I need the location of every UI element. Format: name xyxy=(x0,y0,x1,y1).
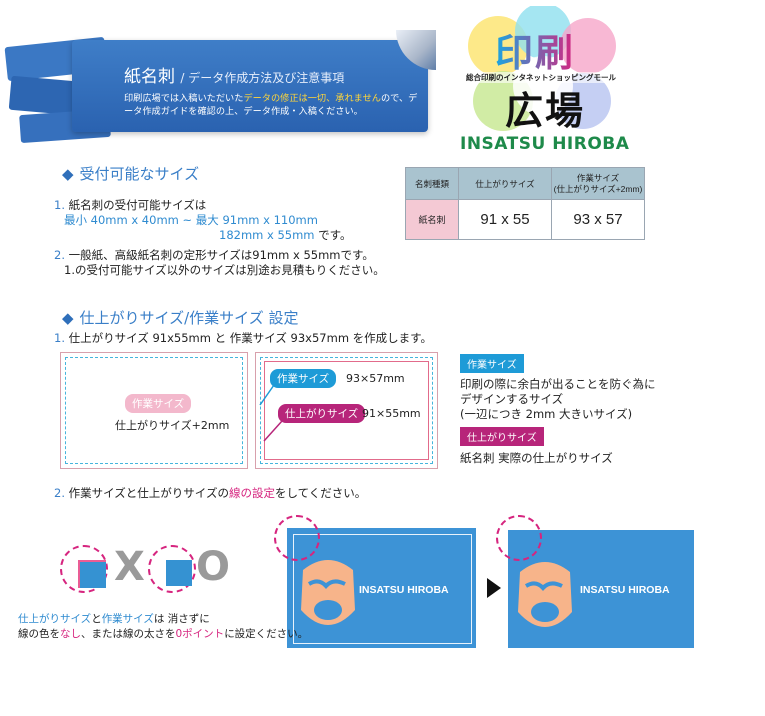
work-size-pill: 作業サイズ xyxy=(125,394,192,413)
arrow-right-icon xyxy=(487,578,501,598)
wrong-example-square xyxy=(78,560,106,588)
legend-finish-tag: 仕上がりサイズ xyxy=(460,427,544,446)
right-example-circle xyxy=(148,545,196,593)
table-cell-label: 紙名刺 xyxy=(405,199,459,240)
wrong-example-circle xyxy=(60,545,108,593)
finish-size-pill: 仕上がりサイズ xyxy=(278,404,366,423)
legend-work-tag: 作業サイズ xyxy=(460,354,524,373)
work-size-value: 93×57mm xyxy=(346,372,405,385)
legend-work-text: 印刷の際に余白が出ることを防ぐ為に デザインするサイズ (一辺につき 2mm 大… xyxy=(460,377,656,421)
legend-finish-text: 紙名刺 実際の仕上がりサイズ xyxy=(460,451,613,465)
note-highlight: データの修正は一切、承れません xyxy=(243,93,381,104)
sample-card-after: INSATSU HIROBA xyxy=(508,530,694,648)
setting-item-2: 2. 作業サイズと仕上がりサイズの線の設定をしてください。 xyxy=(54,486,367,500)
note-text: ので、データ作成ガイドを確認の上、データ作成・入稿ください。 xyxy=(124,93,418,117)
table-header: 作業サイズ (仕上がりサイズ+2mm) xyxy=(551,167,645,200)
table-row: 紙名刺 91 x 55 93 x 57 xyxy=(405,199,645,240)
finish-size-value: 91×55mm xyxy=(362,407,421,420)
note-text: 印刷広場では入稿いただいた xyxy=(124,93,244,104)
sample-card-outline xyxy=(293,534,472,644)
table-header-row: 名刺種類 仕上がりサイズ 作業サイズ (仕上がりサイズ+2mm) xyxy=(405,167,645,200)
corner-highlight-circle xyxy=(496,515,542,561)
sizes-item-2b: 1.の受付可能サイズ以外のサイズは別途お見積もりください。 xyxy=(64,263,385,277)
gorilla-illustration xyxy=(301,560,355,625)
banner-note: 印刷広場では入稿いただいたデータの修正は一切、承れませんので、データ作成ガイドを… xyxy=(124,92,424,118)
card-diagram-finish: 作業サイズ 93×57mm 仕上がりサイズ 91×55mm xyxy=(255,352,438,469)
page-title: 紙名刺 / データ作成方法及び注意事項 xyxy=(124,62,344,87)
logo-tagline: 総合印刷のインタネットショッピングモール xyxy=(466,72,616,83)
bottom-note: 仕上がりサイズと作業サイズは 消さずに 線の色をなし、または線の太さを0ポイント… xyxy=(18,613,309,640)
section-heading-sizes: ◆受付可能なサイズ xyxy=(62,165,200,183)
sample-card-before: INSATSU HIROBA xyxy=(287,528,476,648)
sample-card-brand: INSATSU HIROBA xyxy=(580,584,670,596)
card-diagram-work: 作業サイズ 仕上がりサイズ+2mm xyxy=(60,352,248,469)
work-size-outline xyxy=(260,357,433,464)
logo-english: INSATSU HIROBA xyxy=(460,134,630,154)
diamond-icon: ◆ xyxy=(62,309,74,327)
finish-size-outline xyxy=(264,361,429,460)
gorilla-illustration xyxy=(518,562,572,627)
section-heading-setting: ◆仕上がりサイズ/作業サイズ 設定 xyxy=(62,309,299,327)
o-mark: O xyxy=(196,544,231,590)
sizes-item-2: 2. 一般紙、高級紙名刺の定形サイズは91mm x 55mmです。 xyxy=(54,248,374,262)
subtitle-text: / データ作成方法及び注意事項 xyxy=(180,71,345,85)
work-size-outline xyxy=(65,357,243,464)
table-cell-work: 93 x 57 xyxy=(551,199,645,240)
size-table: 名刺種類 仕上がりサイズ 作業サイズ (仕上がりサイズ+2mm) 紙名刺 91 … xyxy=(405,167,645,240)
logo-kanji-top: 印刷 xyxy=(495,31,576,75)
x-mark: X xyxy=(114,544,145,590)
work-size-pill: 作業サイズ xyxy=(270,369,337,388)
table-header: 仕上がりサイズ xyxy=(458,167,552,200)
right-example-square xyxy=(166,560,192,586)
table-header: 名刺種類 xyxy=(405,167,459,200)
pointer-lines xyxy=(259,384,283,442)
logo-splash xyxy=(468,6,616,131)
sample-card-brand: INSATSU HIROBA xyxy=(359,584,449,596)
sizes-item-1: 1. 紙名刺の受付可能サイズは xyxy=(54,198,207,212)
diamond-icon: ◆ xyxy=(62,165,74,183)
sizes-range: 最小 40mm x 40mm ~ 最大 91mm x 110mm xyxy=(64,213,318,227)
setting-item-1: 1. 仕上がりサイズ 91x55mm と 作業サイズ 93x57mm を作成しま… xyxy=(54,331,433,345)
title-text: 紙名刺 xyxy=(124,67,175,87)
sizes-range-2: 182mm x 55mm です。 xyxy=(219,228,352,242)
logo-kanji-bottom: 広場 xyxy=(505,89,586,133)
card1-label: 仕上がりサイズ+2mm xyxy=(115,419,230,432)
table-cell-finish: 91 x 55 xyxy=(458,199,552,240)
corner-highlight-circle xyxy=(274,515,320,561)
header-banner xyxy=(72,40,428,132)
